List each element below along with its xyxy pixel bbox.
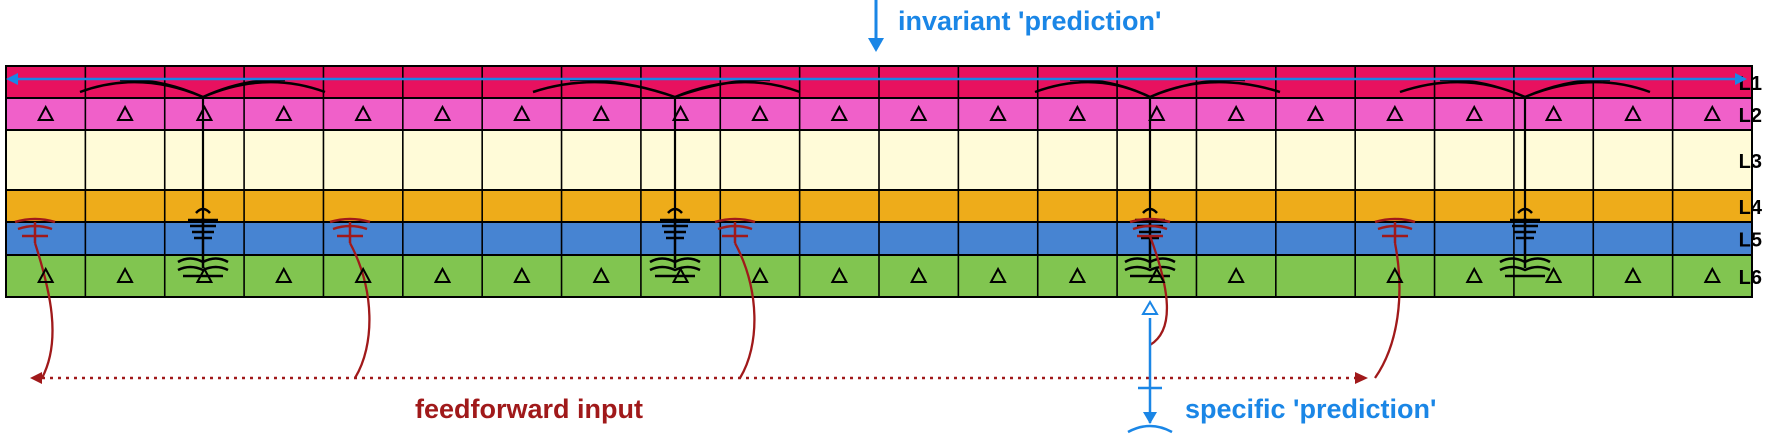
l2-pyramidal-soma (910, 104, 928, 121)
l6-pyramidal-soma (910, 266, 928, 283)
feedforward-input-label: feedforward input (415, 394, 643, 424)
l4-spiny-cell (1510, 207, 1540, 245)
l6-pyramidal-soma (433, 266, 452, 283)
feedforward-axon (1374, 242, 1401, 379)
specific-prediction-terminal (1127, 424, 1173, 434)
l5-cells (177, 245, 1551, 278)
invariant-prediction-arrowhead (868, 38, 884, 52)
pyramidal-somata (37, 104, 1721, 283)
l2-pyramidal-soma (1465, 104, 1483, 121)
feedforward-axon (1148, 235, 1169, 346)
l6-pyramidal-soma (1544, 266, 1563, 283)
l5-pyramidal-cell (177, 245, 229, 278)
feedforward-axons (33, 235, 1401, 379)
l6-pyramidal-soma (354, 266, 372, 283)
l6-pyramidal-soma (1386, 266, 1404, 283)
l6-pyramidal-soma (275, 266, 293, 283)
l2-pyramidal-soma (989, 104, 1007, 121)
l4-input-cell (714, 217, 756, 243)
specific-prediction-label: specific 'prediction' (1185, 394, 1436, 424)
l2-pyramidal-soma (513, 104, 531, 121)
specific-prediction-arrowhead-down (1143, 412, 1157, 424)
l6-pyramidal-soma (671, 266, 690, 283)
specific-prediction-cell (1127, 300, 1173, 434)
l2-pyramidal-soma (830, 104, 848, 121)
l2-pyramidal-soma (1227, 104, 1245, 121)
feedforward-arrowhead-left (30, 372, 42, 384)
l2-pyramidal-soma (195, 104, 214, 121)
layer-label-l5: L5 (1739, 230, 1762, 252)
l2-pyramidal-soma (671, 104, 690, 121)
column-grid (84, 66, 1674, 297)
l6-pyramidal-soma (1624, 266, 1642, 283)
l2-pyramidal-soma (1544, 104, 1563, 121)
l2-pyramidal-soma (37, 104, 55, 121)
l6-pyramidal-soma (1703, 266, 1721, 283)
l4-spiny-cell (660, 207, 690, 245)
l2-pyramidal-soma (1306, 104, 1325, 121)
l5-pyramidal-cell (649, 245, 701, 278)
l6-pyramidal-soma (116, 266, 134, 283)
l2-pyramidal-soma (354, 104, 372, 121)
l4-input-cell (1374, 217, 1416, 243)
l2-pyramidal-soma (433, 104, 452, 121)
l2-pyramidal-soma (1148, 104, 1166, 121)
l6-pyramidal-soma (989, 266, 1007, 283)
feedforward-axon (733, 242, 756, 379)
l2-pyramidal-soma (592, 104, 610, 121)
l6-pyramidal-soma (592, 266, 610, 283)
specific-prediction-arrowhead-up (1141, 300, 1159, 315)
feedforward-axon (348, 242, 371, 379)
l4-input-cell (329, 217, 371, 243)
layer-label-l4: L4 (1739, 197, 1763, 219)
l6-pyramidal-soma (37, 266, 55, 283)
l6-pyramidal-soma (1068, 266, 1087, 283)
l6-pyramidal-soma (513, 266, 531, 283)
feedforward-arrowhead-right (1355, 372, 1368, 384)
layer-label-l2: L2 (1739, 105, 1762, 127)
layer-label-l6: L6 (1739, 267, 1762, 289)
l4-red-cells (14, 217, 1416, 243)
layer-label-l1: L1 (1739, 73, 1762, 95)
apical-tuft (532, 78, 801, 99)
invariant-prediction-span (6, 73, 1747, 85)
layer-label-l3: L3 (1739, 151, 1762, 173)
l2-pyramidal-soma (1068, 104, 1087, 121)
l6-pyramidal-soma (1465, 266, 1483, 283)
l6-pyramidal-soma (1148, 266, 1166, 283)
l4-input-cell (14, 217, 56, 243)
l4-spiny-cell (188, 207, 218, 245)
l5-pyramidal-cell (1124, 245, 1176, 278)
invariant-span-arrowhead-right (1735, 73, 1747, 85)
l6-pyramidal-soma (830, 266, 848, 283)
invariant-span-arrowhead-left (6, 73, 18, 85)
l2-pyramidal-soma (116, 104, 134, 121)
l2-pyramidal-soma (275, 104, 293, 121)
l6-pyramidal-soma (751, 266, 769, 283)
l2-pyramidal-soma (751, 104, 769, 121)
feedforward-axon (33, 242, 54, 379)
l5-pyramidal-cell (1499, 245, 1551, 278)
invariant-prediction-label: invariant 'prediction' (898, 6, 1161, 36)
l6-pyramidal-soma (195, 266, 214, 283)
l2-pyramidal-soma (1703, 104, 1721, 121)
l2-pyramidal-soma (1624, 104, 1642, 121)
l6-pyramidal-soma (1227, 266, 1245, 283)
l2-pyramidal-soma (1386, 104, 1404, 121)
